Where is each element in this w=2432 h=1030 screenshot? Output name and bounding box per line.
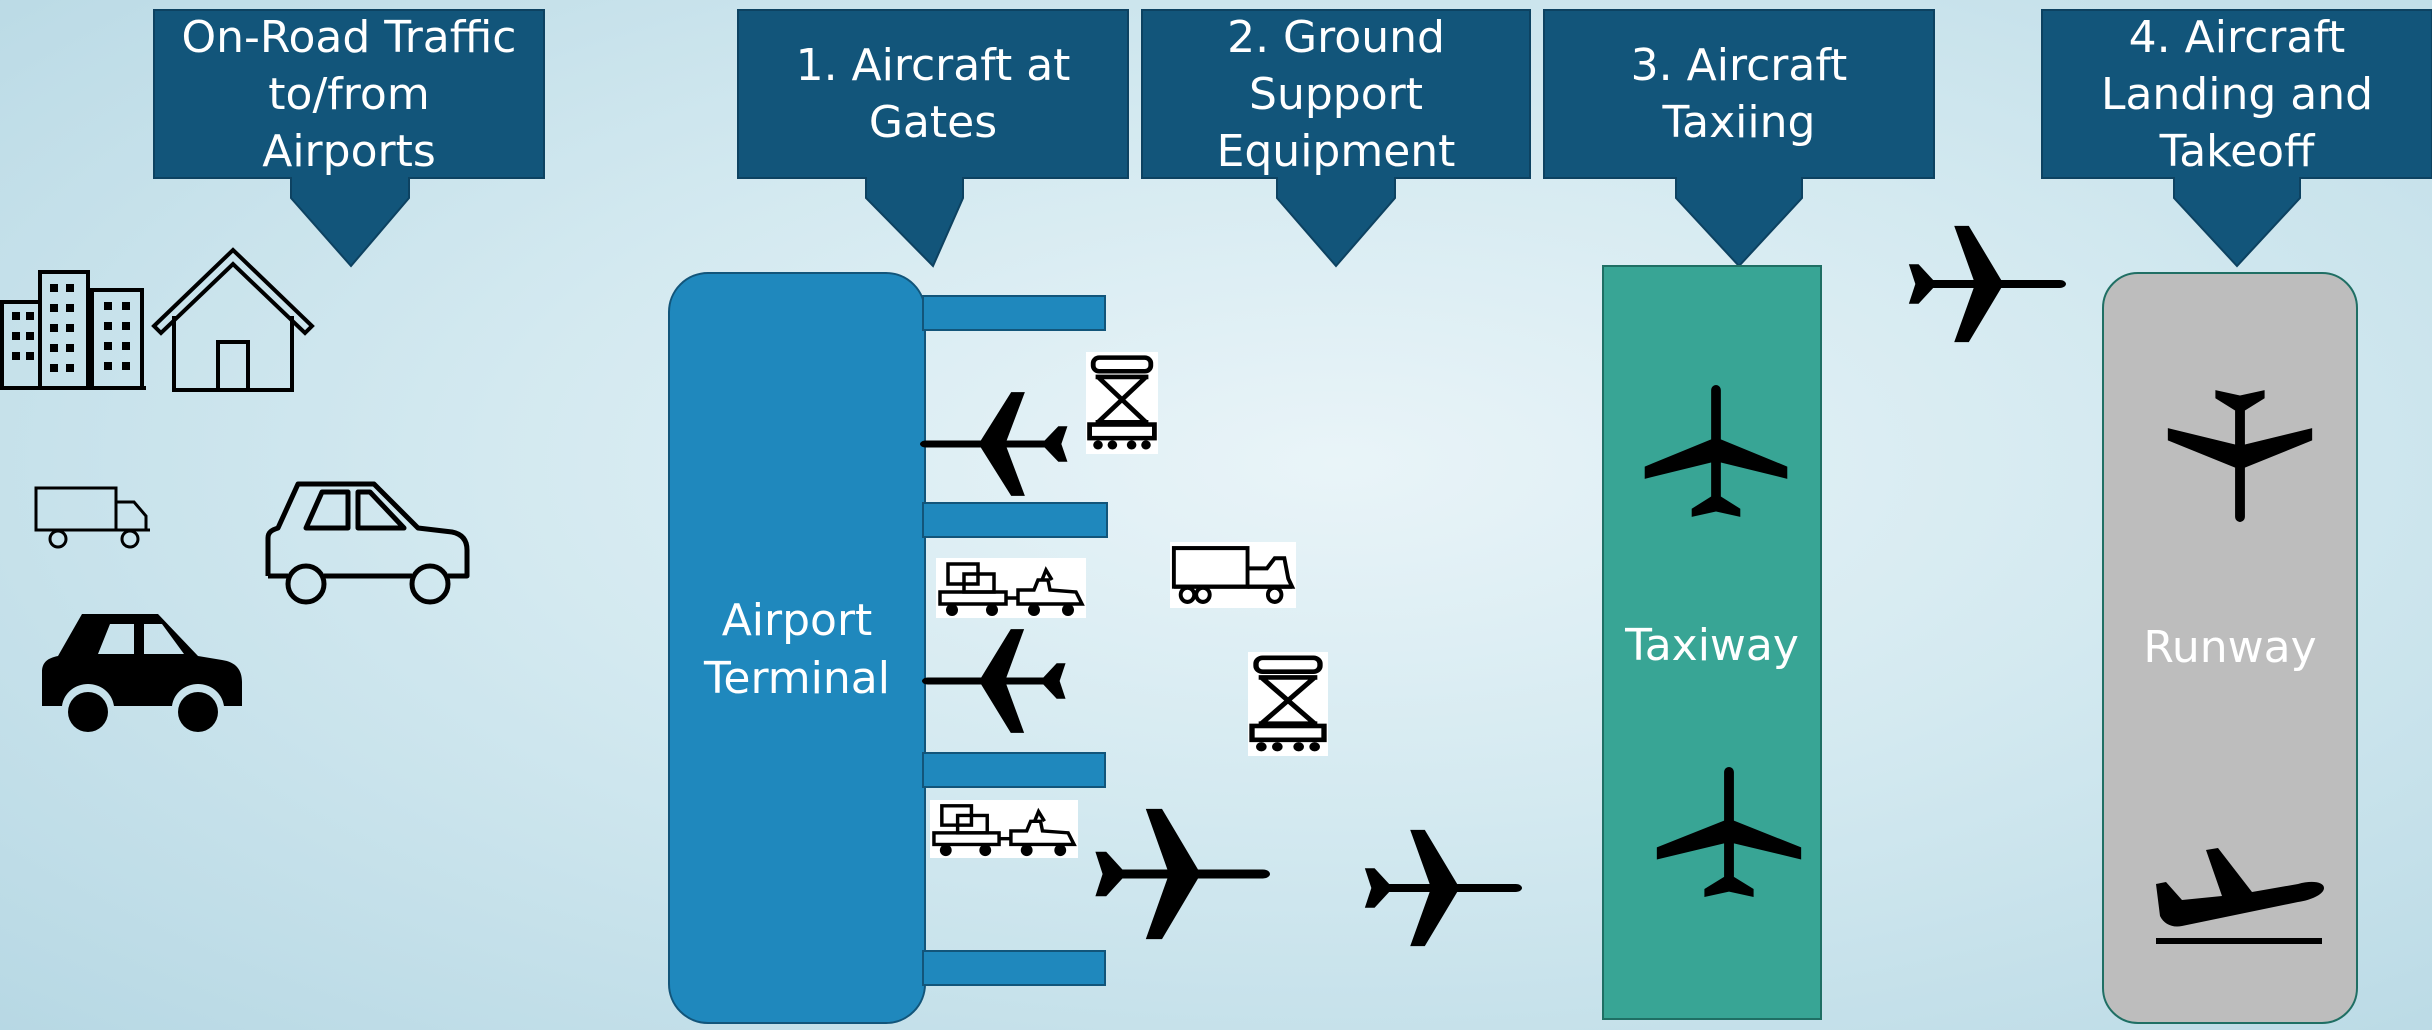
truck-icon bbox=[34, 484, 154, 552]
airplane-icon bbox=[1904, 218, 2066, 350]
jet-bridge bbox=[922, 950, 1106, 986]
callout-on-road-traffic: On-Road Traffic to/from Airports bbox=[153, 9, 545, 268]
airplane-icon bbox=[1647, 767, 1811, 901]
airplane-takeoff-icon bbox=[2152, 838, 2326, 948]
airport-terminal: Airport Terminal bbox=[668, 272, 926, 1024]
buildings-icon bbox=[0, 262, 146, 390]
taxiway-label: Taxiway bbox=[1625, 620, 1799, 671]
car-solid-icon bbox=[38, 610, 244, 736]
callout-aircraft-at-gates: 1. Aircraft at Gates bbox=[737, 9, 1129, 268]
callout-shape bbox=[153, 9, 545, 268]
callout-label: 4. Aircraft Landing and Takeoff bbox=[2100, 11, 2374, 177]
callout-landing-takeoff: 4. Aircraft Landing and Takeoff bbox=[2041, 9, 2432, 268]
airplane-icon bbox=[2158, 386, 2322, 522]
airplane-icon bbox=[1360, 822, 1522, 954]
runway-label: Runway bbox=[2143, 622, 2317, 673]
callout-aircraft-taxiing: 3. Aircraft Taxiing bbox=[1543, 9, 1935, 268]
terminal-label: Airport Terminal bbox=[704, 595, 890, 704]
airplane-icon bbox=[920, 385, 1072, 503]
callout-label: 1. Aircraft at Gates bbox=[795, 40, 1071, 148]
airplane-icon bbox=[1090, 800, 1270, 948]
callout-label: 2. Ground Support Equipment bbox=[1216, 11, 1456, 177]
callout-shape bbox=[2041, 9, 2432, 268]
fuel-truck-icon bbox=[1170, 542, 1296, 608]
jet-bridge bbox=[922, 502, 1108, 538]
house-icon bbox=[150, 246, 316, 394]
callout-label: On-Road Traffic to/from Airports bbox=[181, 11, 517, 177]
taxiway: Taxiway bbox=[1602, 265, 1822, 1020]
callout-ground-support-equipment: 2. Ground Support Equipment bbox=[1141, 9, 1531, 268]
jet-bridge bbox=[922, 752, 1106, 788]
callout-shape bbox=[737, 9, 1129, 268]
scissor-lift-icon bbox=[1248, 652, 1328, 756]
scissor-lift-icon bbox=[1086, 352, 1158, 454]
callout-shape bbox=[1543, 9, 1935, 268]
airplane-icon bbox=[922, 622, 1070, 740]
baggage-tractor-icon bbox=[930, 800, 1078, 858]
jet-bridge bbox=[922, 295, 1106, 331]
baggage-tractor-icon bbox=[936, 558, 1086, 618]
callout-shape bbox=[1141, 9, 1531, 268]
car-outline-icon bbox=[262, 478, 472, 608]
airplane-icon bbox=[1635, 385, 1797, 521]
callout-label: 3. Aircraft Taxiing bbox=[1630, 40, 1848, 148]
